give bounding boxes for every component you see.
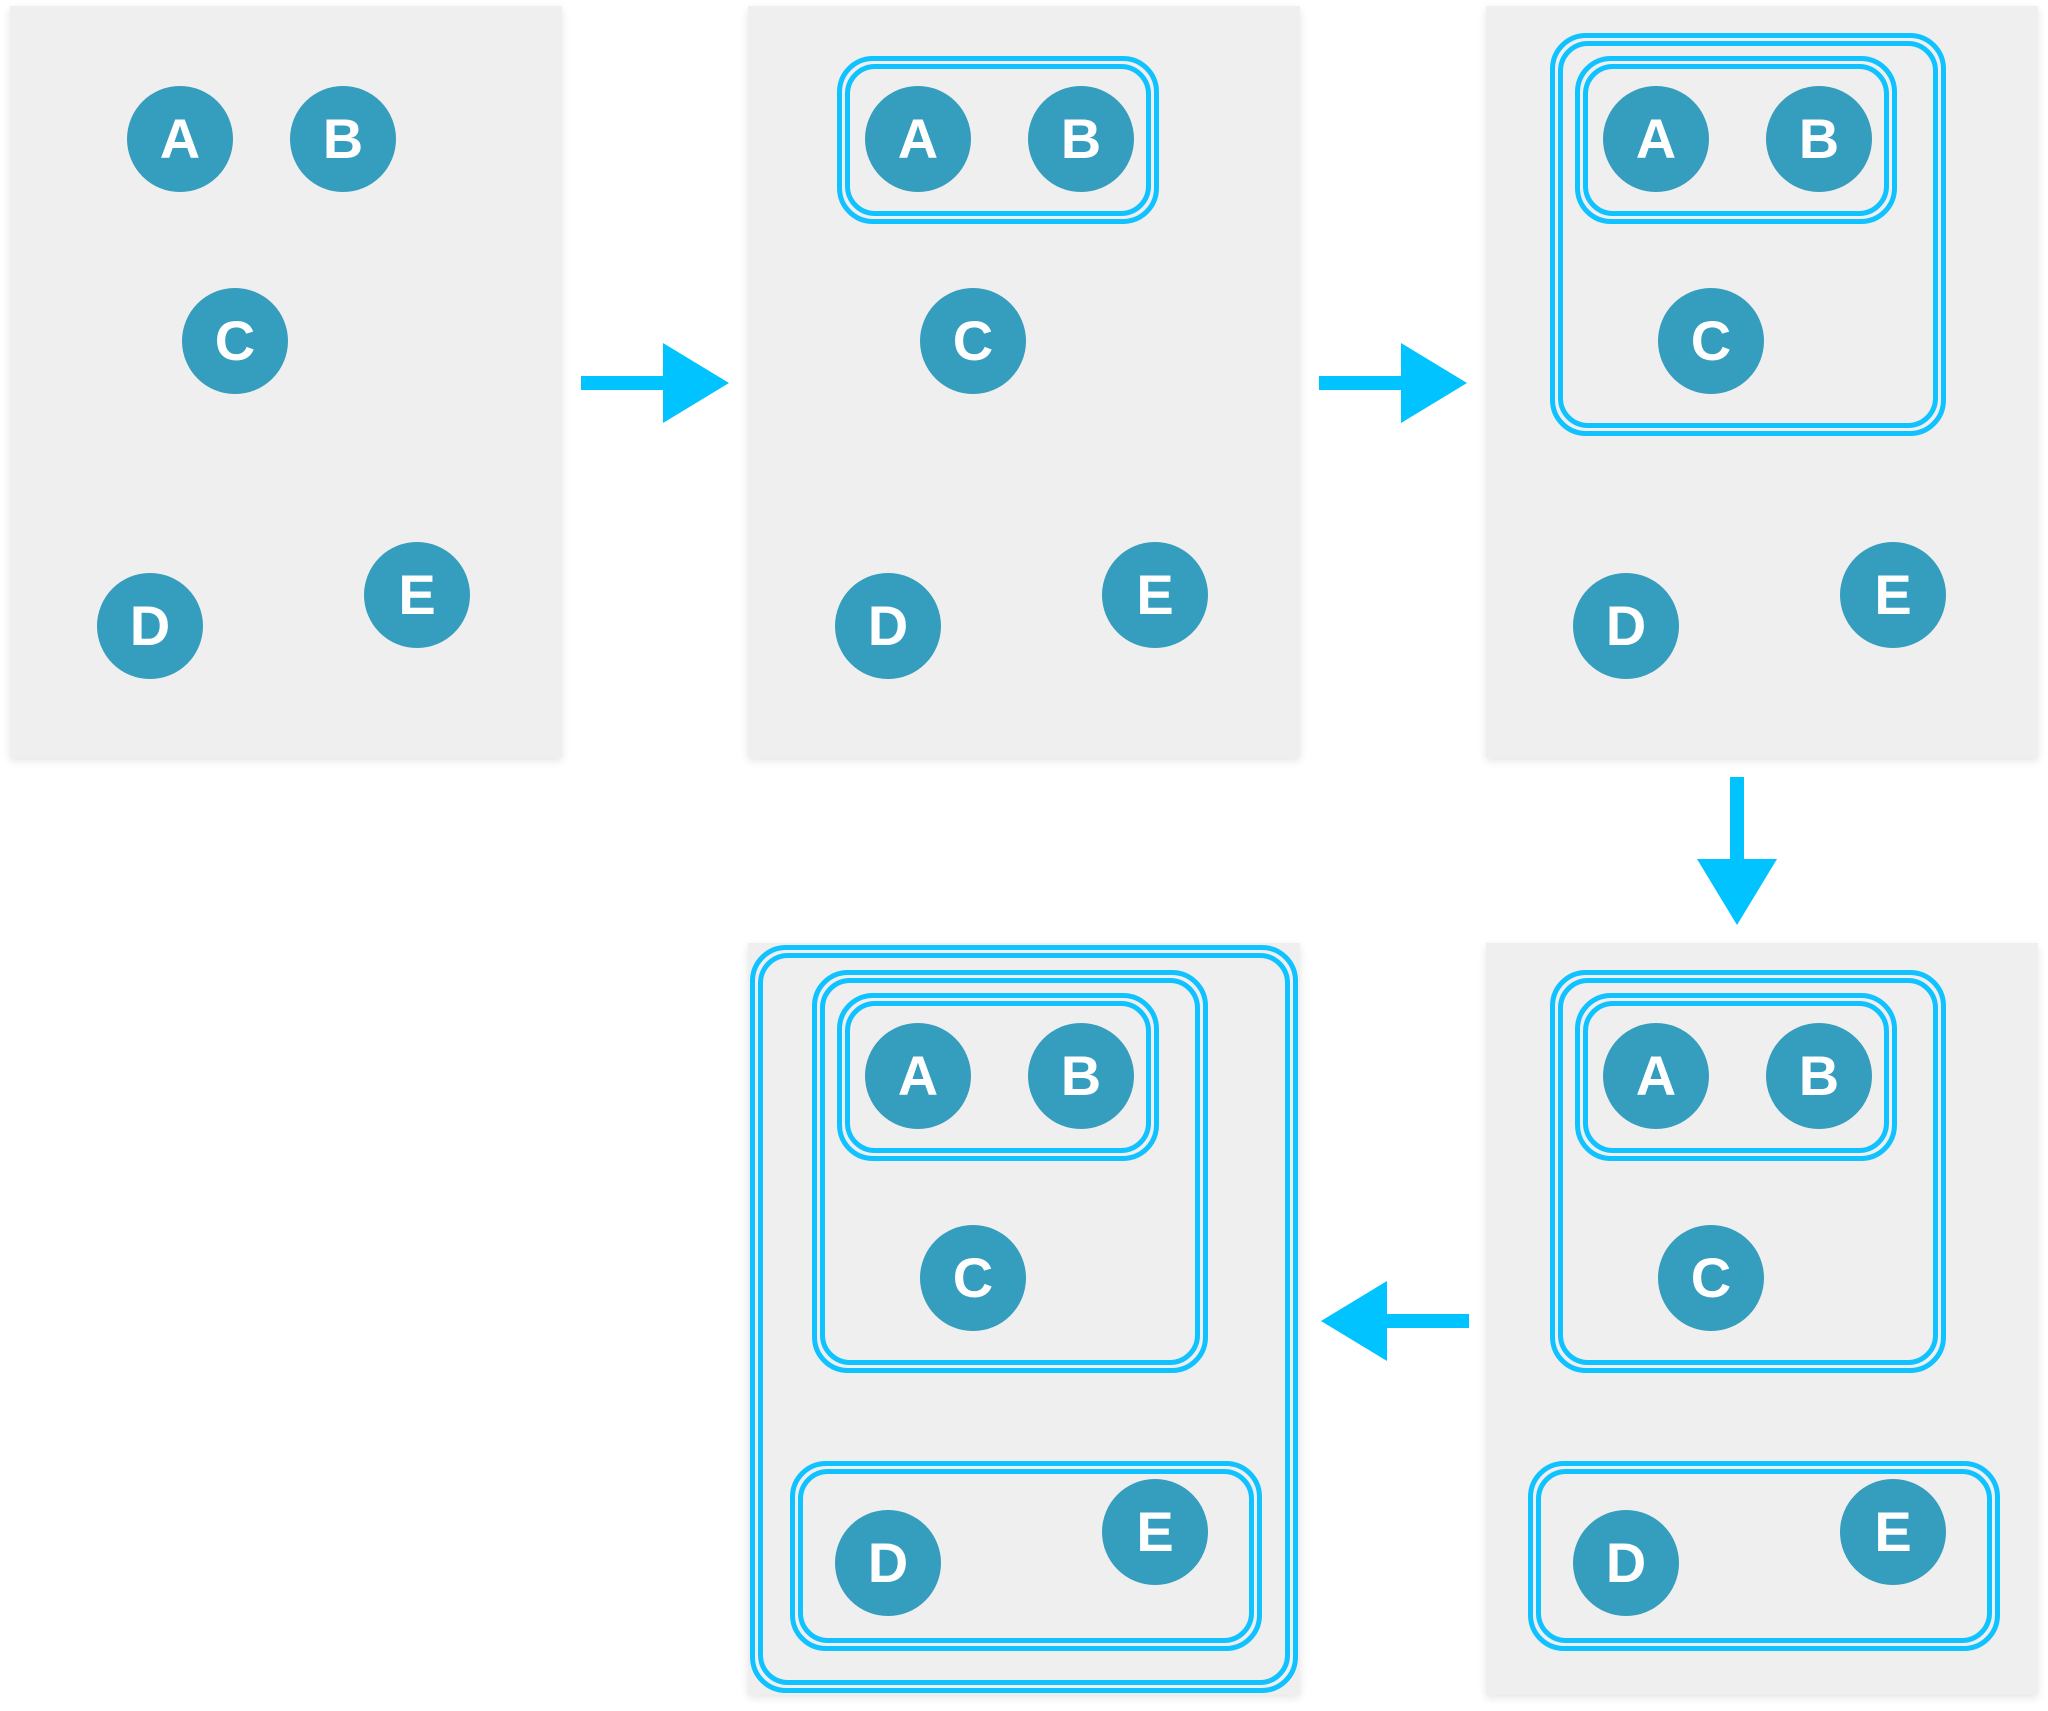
group-abc — [1550, 970, 1946, 1373]
panel-step-4: A B C D E — [1486, 943, 2038, 1695]
node-a: A — [1603, 86, 1709, 192]
panel-step-2: A B C D E — [748, 6, 1300, 758]
node-e: E — [1102, 1479, 1208, 1585]
node-label: D — [867, 594, 909, 657]
node-label: E — [1874, 563, 1912, 626]
node-d: D — [835, 573, 941, 679]
node-label: A — [897, 1044, 939, 1107]
node-d: D — [97, 573, 203, 679]
arrow-right-icon — [581, 343, 729, 423]
node-a: A — [1603, 1023, 1709, 1129]
node-c: C — [1658, 288, 1764, 394]
group-ab — [837, 56, 1159, 224]
group-ab — [837, 993, 1159, 1161]
node-label: E — [1136, 1500, 1174, 1563]
node-a: A — [865, 86, 971, 192]
node-label: B — [1060, 1044, 1102, 1107]
node-e: E — [1840, 1479, 1946, 1585]
node-c: C — [920, 1225, 1026, 1331]
panel-step-1: A B C D E — [10, 6, 562, 758]
node-label: C — [952, 1246, 994, 1309]
node-label: D — [867, 1531, 909, 1594]
arrow-down-icon — [1697, 777, 1777, 925]
group-ab — [1575, 56, 1897, 224]
group-abc — [812, 970, 1208, 1373]
node-c: C — [182, 288, 288, 394]
node-label: D — [1605, 594, 1647, 657]
group-ab — [1575, 993, 1897, 1161]
node-c: C — [920, 288, 1026, 394]
node-a: A — [127, 86, 233, 192]
node-label: C — [1690, 1246, 1732, 1309]
node-e: E — [364, 542, 470, 648]
group-abcde — [750, 945, 1298, 1693]
arrow-left-icon — [1321, 1281, 1469, 1361]
node-label: A — [1635, 107, 1677, 170]
node-label: C — [952, 309, 994, 372]
node-label: A — [897, 107, 939, 170]
group-de — [790, 1461, 1262, 1651]
node-c: C — [1658, 1225, 1764, 1331]
node-d: D — [1573, 1510, 1679, 1616]
node-label: E — [1136, 563, 1174, 626]
group-de — [1528, 1461, 2000, 1651]
node-label: A — [159, 107, 201, 170]
node-b: B — [1028, 86, 1134, 192]
node-label: C — [214, 309, 256, 372]
group-abc — [1550, 33, 1946, 436]
node-label: B — [1060, 107, 1102, 170]
node-b: B — [1766, 86, 1872, 192]
node-b: B — [1766, 1023, 1872, 1129]
node-b: B — [1028, 1023, 1134, 1129]
node-e: E — [1102, 542, 1208, 648]
panel-step-5: A B C D E — [748, 943, 1300, 1695]
node-label: C — [1690, 309, 1732, 372]
node-label: B — [1798, 107, 1840, 170]
panel-step-3: A B C D E — [1486, 6, 2038, 758]
node-label: A — [1635, 1044, 1677, 1107]
node-label: E — [1874, 1500, 1912, 1563]
arrow-right-icon — [1319, 343, 1467, 423]
node-label: E — [398, 563, 436, 626]
node-e: E — [1840, 542, 1946, 648]
node-label: B — [1798, 1044, 1840, 1107]
node-label: B — [322, 107, 364, 170]
node-a: A — [865, 1023, 971, 1129]
node-d: D — [835, 1510, 941, 1616]
node-d: D — [1573, 573, 1679, 679]
node-label: D — [129, 594, 171, 657]
node-b: B — [290, 86, 396, 192]
node-label: D — [1605, 1531, 1647, 1594]
